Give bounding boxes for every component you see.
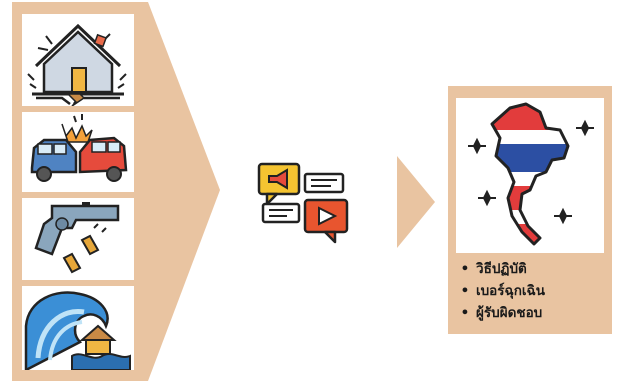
thailand-flag-map-icon bbox=[468, 102, 594, 246]
gun-tile bbox=[22, 198, 134, 280]
item-procedures-label: วิธีปฏิบัติ bbox=[476, 261, 527, 277]
car-crash-icon bbox=[30, 114, 128, 182]
gun-icon bbox=[34, 202, 120, 274]
tsunami-icon bbox=[24, 291, 131, 373]
item-emergency-numbers-label: เบอร์ฉุกเฉิน bbox=[476, 283, 545, 299]
list-item: •ผู้รับผิดชอบ bbox=[460, 305, 543, 321]
map-card bbox=[456, 98, 604, 253]
right-info-box: •วิธีปฏิบัติ •เบอร์ฉุกเฉิน •ผู้รับผิดชอบ bbox=[448, 86, 612, 334]
earthquake-tile bbox=[22, 14, 134, 107]
car-crash-tile bbox=[22, 112, 134, 192]
list-item: •วิธีปฏิบัติ bbox=[460, 261, 527, 277]
item-responsible-label: ผู้รับผิดชอบ bbox=[476, 305, 543, 321]
chat-media-icon bbox=[257, 162, 349, 244]
earthquake-house-icon bbox=[27, 23, 127, 107]
middle-chevron bbox=[397, 156, 435, 248]
info-list: •วิธีปฏิบัติ •เบอร์ฉุกเฉิน •ผู้รับผิดชอบ bbox=[454, 258, 545, 324]
list-item: •เบอร์ฉุกเฉิน bbox=[460, 283, 545, 299]
tsunami-tile bbox=[22, 286, 134, 373]
